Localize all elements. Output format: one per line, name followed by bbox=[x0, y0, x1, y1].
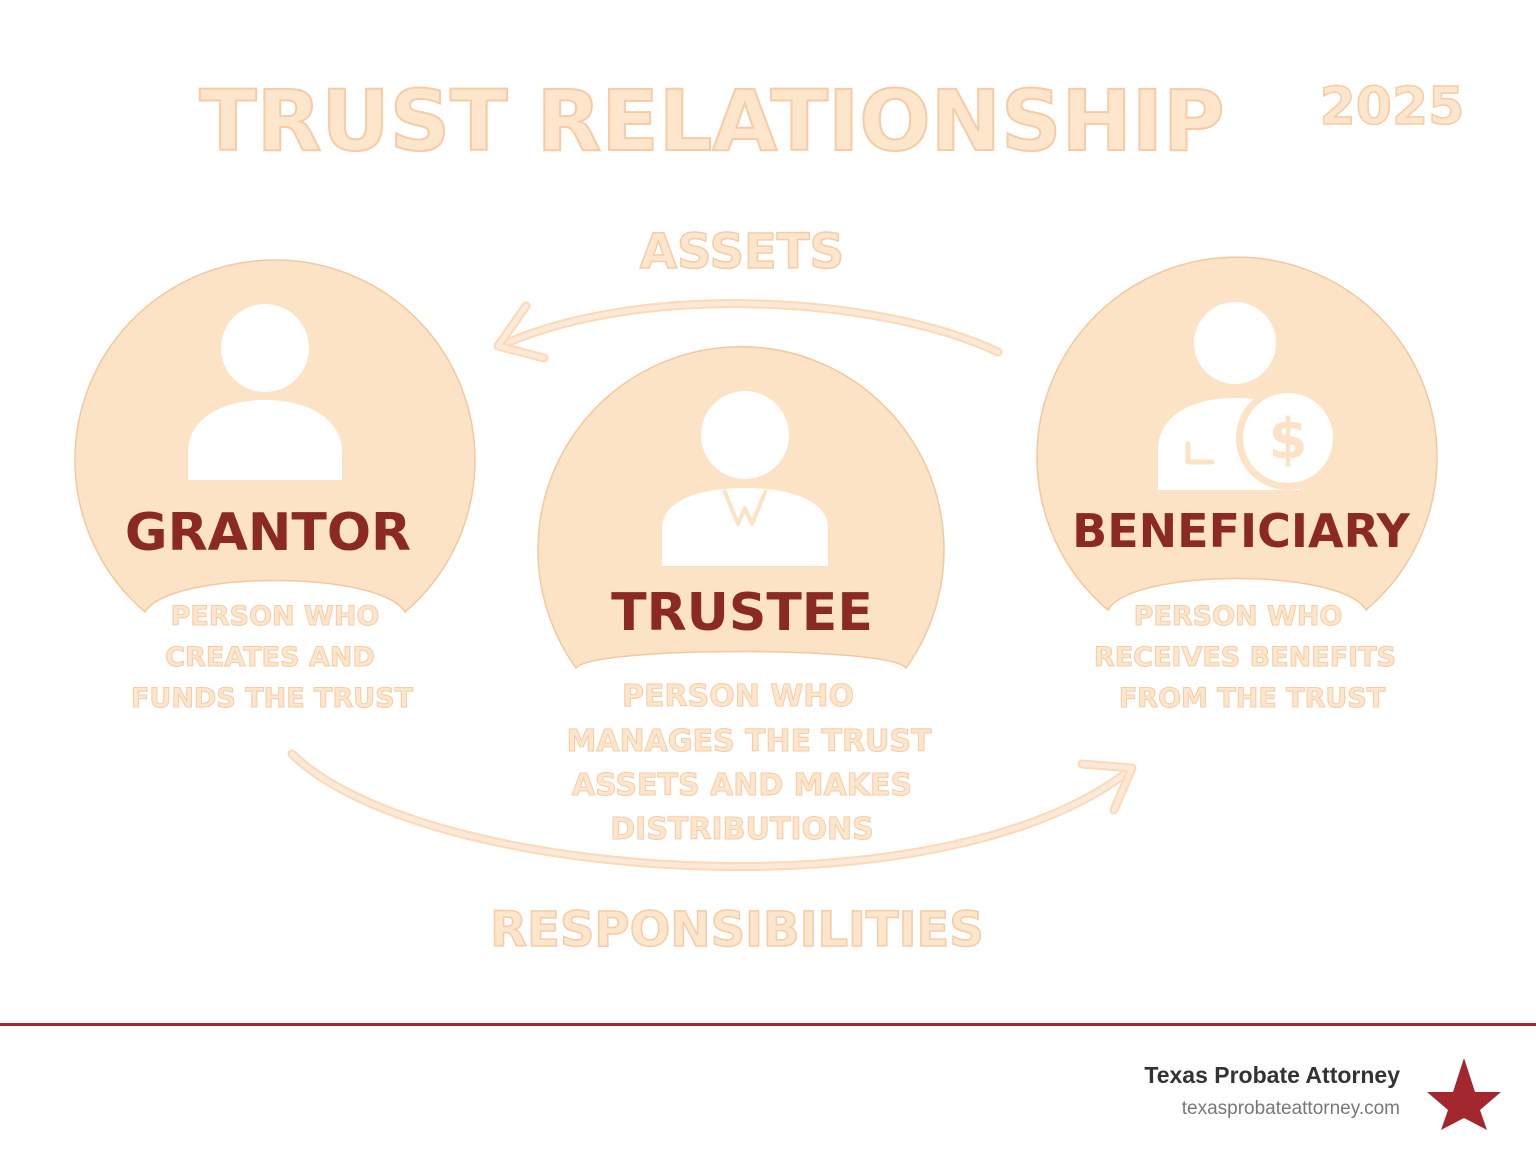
trustee-description-line: DISTRIBUTIONS bbox=[610, 812, 873, 847]
person-with-dollar-icon: $ bbox=[1158, 302, 1340, 490]
beneficiary-description-line: RECEIVES BENEFITS bbox=[1094, 642, 1396, 673]
page-title: TRUST RELATIONSHIP bbox=[199, 72, 1224, 170]
trustee-title: TRUSTEE bbox=[611, 583, 873, 643]
footer-website-link[interactable]: texasprobateattorney.com bbox=[1181, 1098, 1400, 1119]
grantor-description-line: CREATES AND bbox=[165, 642, 374, 673]
footer-brand-name: Texas Probate Attorney bbox=[1144, 1062, 1400, 1088]
grantor-description-line: PERSON WHO bbox=[171, 601, 380, 632]
year-label: 2025 bbox=[1320, 77, 1465, 137]
trustee-description-line: ASSETS AND MAKES bbox=[572, 768, 912, 803]
person-icon bbox=[188, 304, 342, 480]
beneficiary-description-line: PERSON WHO bbox=[1134, 601, 1343, 632]
grantor-description-line: FUNDS THE TRUST bbox=[131, 683, 414, 714]
beneficiary-title: BENEFICIARY bbox=[1072, 504, 1410, 558]
trustee-description-line: MANAGES THE TRUST bbox=[566, 724, 932, 759]
beneficiary-description: PERSON WHO RECEIVES BENEFITS FROM THE TR… bbox=[1093, 601, 1396, 715]
beneficiary-node: $ BENEFICIARY PERSON WHO RECEIVES BENEFI… bbox=[1036, 256, 1438, 715]
grantor-description: PERSON WHO CREATES AND FUNDS THE TRUST bbox=[130, 601, 414, 715]
assets-label: ASSETS bbox=[640, 224, 844, 280]
footer-divider bbox=[0, 1023, 1536, 1026]
star-icon bbox=[1427, 1058, 1501, 1130]
responsibilities-label: RESPONSIBILITIES bbox=[490, 902, 984, 958]
person-with-tie-icon bbox=[662, 391, 828, 566]
grantor-node: GRANTOR PERSON WHO CREATES AND FUNDS THE… bbox=[74, 259, 476, 715]
trustee-node: TRUSTEE PERSON WHO MANAGES THE TRUST ASS… bbox=[537, 346, 945, 848]
trustee-description-line: PERSON WHO bbox=[622, 679, 854, 714]
beneficiary-description-line: FROM THE TRUST bbox=[1119, 683, 1386, 714]
grantor-title: GRANTOR bbox=[125, 503, 411, 563]
dollar-icon: $ bbox=[1269, 407, 1308, 472]
trustee-description: PERSON WHO MANAGES THE TRUST ASSETS AND … bbox=[566, 679, 933, 848]
